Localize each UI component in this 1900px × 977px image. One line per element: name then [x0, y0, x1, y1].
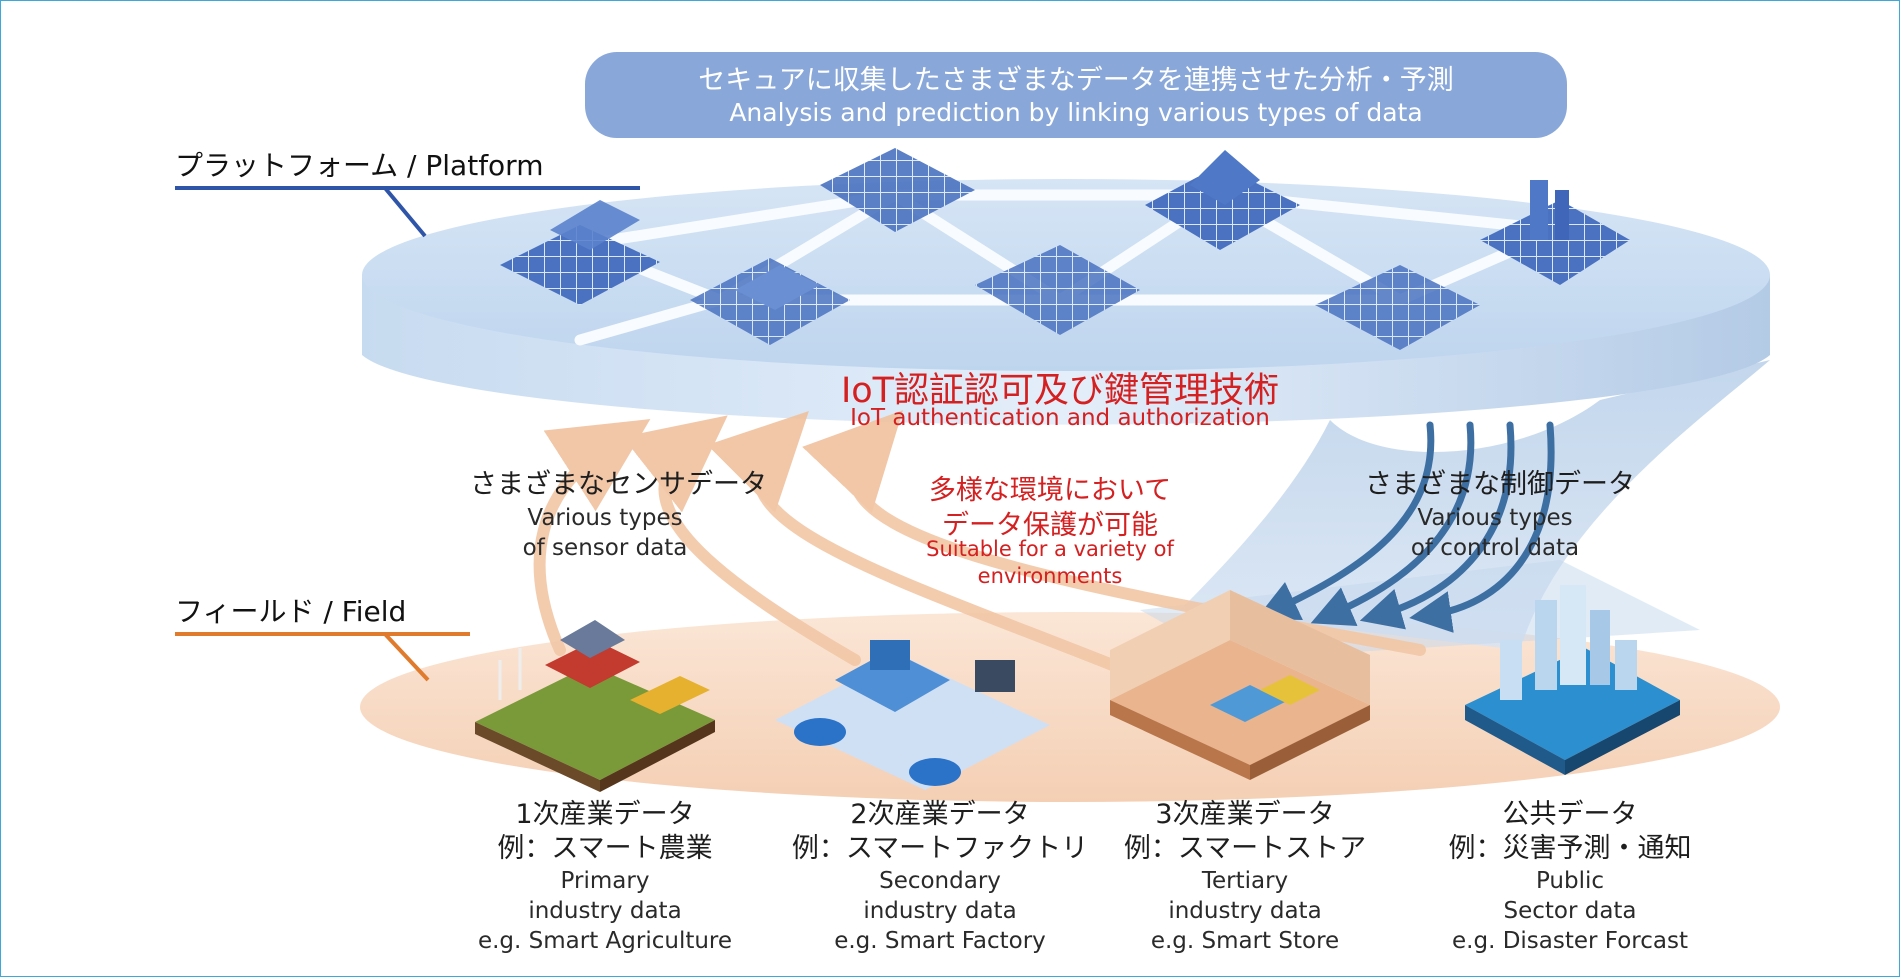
industry-secondary-jp-2: 例：スマートファクトリ — [791, 833, 1089, 864]
industry-public-en-3: e.g. Disaster Forcast — [1452, 928, 1688, 954]
industry-primary-en-3: e.g. Smart Agriculture — [477, 928, 733, 954]
core-tech-en: IoT authentication and authorization — [850, 405, 1270, 431]
industry-public-jp-2: 例：災害予測・通知 — [1448, 833, 1692, 864]
industry-tertiary-en-2: industry data — [1168, 898, 1322, 924]
platform-tile-building — [820, 148, 975, 232]
banner-title-jp: セキュアに収集したさまざまなデータを連携させた分析・予測 — [698, 65, 1454, 96]
industry-secondary-en-1: Secondary — [879, 868, 1001, 894]
control-data-arrows — [1255, 421, 1555, 633]
control-label-en-1: Various types — [1417, 505, 1573, 531]
industry-secondary-en-3: e.g. Smart Factory — [834, 928, 1046, 954]
industry-primary-en-1: Primary — [560, 868, 650, 894]
agriculture-icon — [475, 620, 715, 792]
industry-primary-jp-1: 1次産業データ — [515, 799, 695, 830]
industry-tertiary-en-3: e.g. Smart Store — [1150, 928, 1340, 954]
industry-public-jp-1: 公共データ — [1502, 799, 1638, 830]
protection-en-2: environments — [977, 564, 1123, 588]
city-icon — [1465, 585, 1680, 775]
industry-tertiary-en-1: Tertiary — [1201, 868, 1289, 894]
industry-primary-jp-2: 例：スマート農業 — [497, 833, 713, 864]
analysis-banner — [585, 52, 1567, 138]
industry-primary-en-2: industry data — [528, 898, 682, 924]
platform-tile-farm — [1145, 165, 1300, 250]
platform-tile-city — [1480, 200, 1630, 285]
industry-tertiary-jp-2: 例：スマートストア — [1123, 833, 1367, 864]
store-icon — [1110, 590, 1370, 780]
platform-tiles — [500, 148, 1630, 350]
protection-jp-2: データ保護が可能 — [942, 510, 1158, 541]
sensor-label-jp: さまざまなセンサデータ — [470, 469, 767, 500]
sensor-label-en-1: Various types — [527, 505, 683, 531]
industry-secondary-jp-1: 2次産業データ — [850, 799, 1030, 830]
control-label-en-2: of control data — [1410, 535, 1580, 561]
platform-tile-store — [975, 245, 1140, 335]
factory-icon — [775, 640, 1050, 790]
field-label: フィールド / Field — [175, 595, 407, 628]
industry-public-en-1: Public — [1535, 868, 1605, 894]
core-tech-jp: IoT認証認可及び鍵管理技術 — [840, 371, 1280, 411]
industry-secondary-en-2: industry data — [863, 898, 1017, 924]
industry-tertiary-jp-1: 3次産業データ — [1155, 799, 1335, 830]
sensor-label-en-2: of sensor data — [522, 535, 688, 561]
control-funnel — [1180, 360, 1770, 650]
field-disc — [360, 612, 1780, 802]
protection-jp-1: 多様な環境において — [928, 475, 1172, 506]
control-label-jp: さまざまな制御データ — [1365, 469, 1635, 500]
banner-title-en: Analysis and prediction by linking vario… — [729, 98, 1423, 127]
platform-tile-agriculture — [500, 225, 660, 305]
platform-label: プラットフォーム / Platform — [175, 149, 544, 182]
protection-en-1: Suitable for a variety of — [926, 537, 1174, 561]
platform-tile-factory-2 — [1315, 265, 1480, 350]
industry-public-en-2: Sector data — [1503, 898, 1637, 924]
